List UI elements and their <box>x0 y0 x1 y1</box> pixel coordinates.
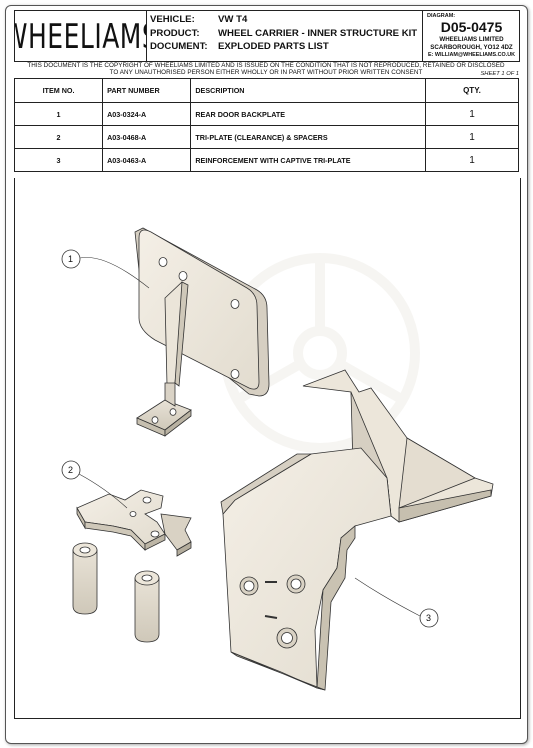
table-row: 2 A03-0468-A TRI-PLATE (CLEARANCE) & SPA… <box>13 125 520 149</box>
item-no: 1 <box>13 102 104 126</box>
reinforcement-structure <box>220 369 494 691</box>
quantity: 1 <box>424 125 520 149</box>
document-info: VEHICLE: VW T4 PRODUCT: WHEEL CARRIER - IN… <box>150 13 428 59</box>
document-label: DOCUMENT: <box>150 41 208 52</box>
exploded-view-svg: 1 2 3 <box>61 227 494 691</box>
copyright-line-1: THIS DOCUMENT IS THE COPYRIGHT OF WHEELI… <box>27 62 505 69</box>
parts-table: ITEM NO. PART NUMBER DESCRIPTION QTY. 1 … <box>13 78 520 172</box>
vehicle-label: VEHICLE: <box>150 14 195 25</box>
sheet-number: SHEET 1 OF 1 <box>480 71 519 77</box>
table-row: 3 A03-0463-A REINFORCEMENT WITH CAPTIVE … <box>13 148 520 172</box>
company-logo: WHEELIAMS <box>15 11 147 61</box>
part-number: A03-0468-A <box>102 125 192 149</box>
description: REINFORCEMENT WITH CAPTIVE TRI-PLATE <box>190 148 426 172</box>
product-label: PRODUCT: <box>150 27 200 39</box>
tri-plate-and-spacers <box>72 489 192 643</box>
diagram-box: DIAGRAM: D05-0475 WHEELIAMS LIMITED SCAR… <box>422 11 520 61</box>
table-header-row: ITEM NO. PART NUMBER DESCRIPTION QTY. <box>13 78 520 103</box>
callout-number: 2 <box>68 465 73 475</box>
quantity: 1 <box>424 148 520 172</box>
exploded-view-drawing: 1 2 3 <box>14 178 521 719</box>
header-description: DESCRIPTION <box>190 78 426 103</box>
callout-3: 3 <box>354 577 439 628</box>
vehicle-value: VW T4 <box>218 14 248 25</box>
part-number: A03-0324-A <box>102 102 192 126</box>
header-item-no: ITEM NO. <box>13 78 104 103</box>
copyright-notice: THIS DOCUMENT IS THE COPYRIGHT OF WHEELI… <box>14 62 518 77</box>
title-block: WHEELIAMS VEHICLE: VW T4 PRODUCT: WHEEL CA… <box>14 10 520 62</box>
company-email: E: WILLIAM@WHEELIAMS.CO.UK <box>427 52 515 58</box>
callout-number: 1 <box>68 254 73 264</box>
description: REAR DOOR BACKPLATE <box>190 102 426 126</box>
company-name: WHEELIAMS LIMITED <box>439 36 504 43</box>
callout-2: 2 <box>61 460 128 509</box>
diagram-number: D05-0475 <box>440 19 503 35</box>
description: TRI-PLATE (CLEARANCE) & SPACERS <box>190 125 426 149</box>
copyright-line-2: TO ANY UNAUTHORISED PERSON EITHER WHOLLY… <box>109 69 423 77</box>
table-row: 1 A03-0324-A REAR DOOR BACKPLATE 1 <box>13 102 520 126</box>
company-address: SCARBOROUGH, YO12 4DZ <box>430 44 513 51</box>
header-qty: QTY. <box>424 78 520 103</box>
part-number: A03-0463-A <box>102 148 192 172</box>
diagram-label: DIAGRAM: <box>427 13 456 19</box>
logo-text: WHEELIAMS <box>15 16 146 56</box>
quantity: 1 <box>424 102 520 126</box>
item-no: 2 <box>13 125 104 149</box>
document-value: EXPLODED PARTS LIST <box>218 41 329 52</box>
callout-number: 3 <box>426 613 431 623</box>
product-value: WHEEL CARRIER - INNER STRUCTURE KIT <box>218 27 418 39</box>
header-part-number: PART NUMBER <box>102 78 192 103</box>
callout-1: 1 <box>61 249 150 289</box>
rear-door-backplate <box>134 227 270 437</box>
item-no: 3 <box>13 148 104 172</box>
